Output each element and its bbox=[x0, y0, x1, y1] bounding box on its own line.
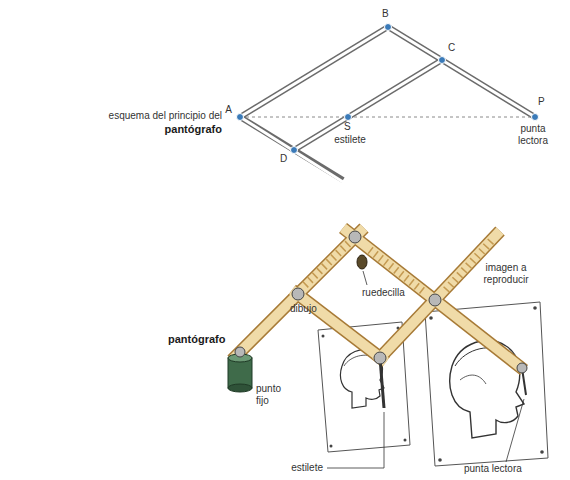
point-label: P bbox=[538, 96, 552, 108]
point-label: B bbox=[382, 8, 396, 20]
caption-text: esquema del principio del bbox=[62, 110, 222, 122]
paper-sheets bbox=[318, 302, 548, 466]
point-label: A bbox=[218, 104, 232, 116]
leader-lines bbox=[327, 271, 524, 468]
part-label: ruedecilla bbox=[362, 287, 432, 299]
part-label: dibujo bbox=[290, 303, 340, 315]
fixed-point-weight bbox=[228, 354, 252, 392]
part-label: estilete bbox=[253, 462, 323, 474]
heading-label: pantógrafo bbox=[102, 123, 222, 136]
part-label: estilete bbox=[315, 134, 385, 146]
part-label: punta lectora bbox=[509, 123, 557, 146]
part-label: imagen a reproducir bbox=[466, 262, 546, 285]
part-label: punto fijo bbox=[256, 383, 296, 406]
point-label: D bbox=[280, 153, 294, 165]
point-label: C bbox=[448, 42, 462, 54]
heading-label: pantógrafo bbox=[168, 333, 248, 346]
point-label: S bbox=[344, 121, 358, 133]
part-label: punta lectora bbox=[464, 463, 544, 475]
wooden-bars bbox=[232, 228, 524, 370]
schematic bbox=[237, 24, 539, 183]
